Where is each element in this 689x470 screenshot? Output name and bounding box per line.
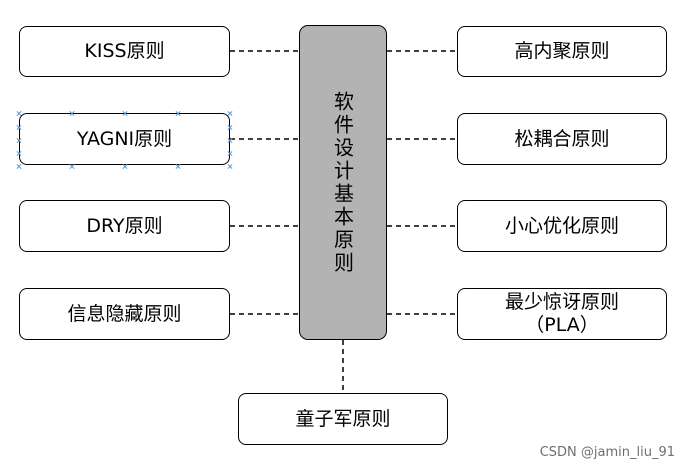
selection-handle[interactable] bbox=[175, 110, 181, 116]
node-kiss-label: KISS原则 bbox=[84, 40, 165, 63]
node-yagni[interactable]: YAGNI原则 bbox=[19, 113, 230, 165]
center-node[interactable]: 软件设计基本原则 bbox=[299, 25, 387, 340]
node-careful-optimization[interactable]: 小心优化原则 bbox=[457, 200, 667, 252]
watermark: CSDN @jamin_liu_91 bbox=[539, 445, 675, 460]
node-loose-coupling-label: 松耦合原则 bbox=[514, 127, 610, 150]
node-high-cohesion-label: 高内聚原则 bbox=[514, 40, 610, 63]
selection-handle[interactable] bbox=[227, 163, 233, 169]
node-pla[interactable]: 最少惊讶原则 （PLA） bbox=[457, 288, 667, 340]
node-high-cohesion[interactable]: 高内聚原则 bbox=[457, 26, 667, 77]
node-dry-label: DRY原则 bbox=[86, 214, 163, 237]
node-boy-scout[interactable]: 童子军原则 bbox=[238, 393, 448, 445]
selection-handle[interactable] bbox=[227, 110, 233, 116]
selection-handle[interactable] bbox=[227, 124, 233, 130]
selection-handle[interactable] bbox=[16, 124, 22, 130]
selection-handle[interactable] bbox=[16, 163, 22, 169]
node-pla-line2: （PLA） bbox=[525, 314, 599, 336]
node-pla-line1: 最少惊讶原则 bbox=[504, 291, 619, 314]
selection-handle[interactable] bbox=[16, 137, 22, 143]
selection-handle[interactable] bbox=[122, 163, 128, 169]
node-info-hiding[interactable]: 信息隐藏原则 bbox=[19, 288, 230, 340]
selection-handle[interactable] bbox=[122, 110, 128, 116]
node-kiss[interactable]: KISS原则 bbox=[19, 26, 230, 77]
node-yagni-label: YAGNI原则 bbox=[76, 127, 173, 150]
node-dry[interactable]: DRY原则 bbox=[19, 200, 230, 252]
node-careful-optimization-label: 小心优化原则 bbox=[504, 214, 619, 237]
selection-handle[interactable] bbox=[175, 163, 181, 169]
node-info-hiding-label: 信息隐藏原则 bbox=[67, 302, 182, 325]
selection-handle[interactable] bbox=[16, 150, 22, 156]
selection-handle[interactable] bbox=[16, 110, 22, 116]
selection-handle[interactable] bbox=[227, 150, 233, 156]
center-label: 软件设计基本原则 bbox=[330, 90, 355, 275]
node-loose-coupling[interactable]: 松耦合原则 bbox=[457, 113, 667, 165]
selection-handle[interactable] bbox=[69, 110, 75, 116]
selection-handle[interactable] bbox=[69, 163, 75, 169]
selection-handle[interactable] bbox=[227, 137, 233, 143]
node-boy-scout-label: 童子军原则 bbox=[295, 407, 391, 430]
